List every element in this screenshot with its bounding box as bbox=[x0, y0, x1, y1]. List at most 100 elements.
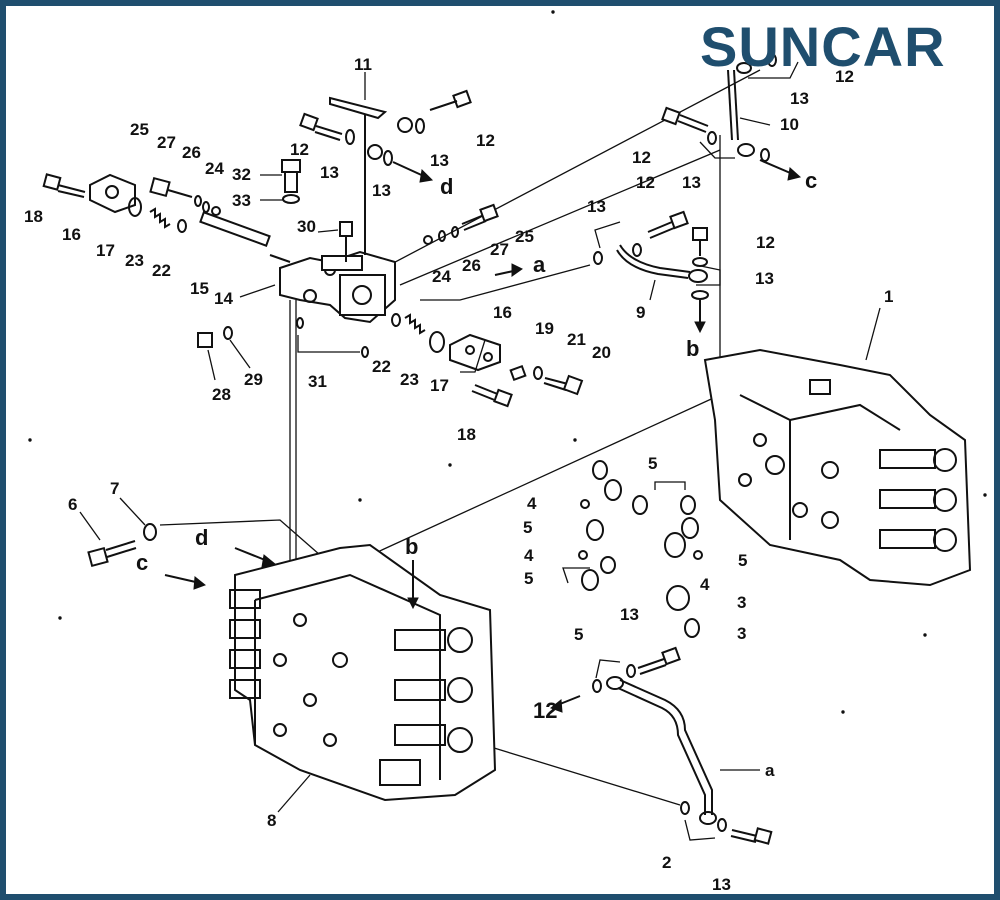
callout-16: 16 bbox=[62, 225, 81, 244]
callout-32: 32 bbox=[232, 165, 251, 184]
callout-24: 24 bbox=[432, 267, 451, 286]
control-valve-2 bbox=[229, 543, 497, 802]
callout-13: 13 bbox=[320, 163, 339, 182]
callout-17: 17 bbox=[430, 376, 449, 395]
callout-13: 5 bbox=[574, 625, 583, 644]
callout-13: 13 bbox=[587, 197, 606, 216]
callout-4: 5 bbox=[738, 551, 747, 570]
plug-30 bbox=[339, 221, 353, 262]
callout-5: 3 bbox=[737, 624, 746, 643]
callout-12: 12 bbox=[476, 131, 495, 150]
callout-27: 27 bbox=[490, 240, 509, 259]
plug-25-upper bbox=[149, 176, 221, 216]
callout-9: 9 bbox=[636, 303, 645, 322]
callout-21: 21 bbox=[567, 330, 586, 349]
seals-31 bbox=[296, 317, 369, 358]
callout-8: a bbox=[765, 761, 775, 780]
callout-b: b bbox=[686, 336, 699, 361]
tube-9 bbox=[593, 227, 709, 334]
callout-25: 25 bbox=[515, 227, 534, 246]
bolt-18-upper bbox=[42, 173, 86, 198]
callout-23: 23 bbox=[125, 251, 144, 270]
callout-12: 12 bbox=[290, 140, 309, 159]
callout-1: 1 bbox=[884, 287, 893, 306]
callout-12: 12 bbox=[756, 233, 775, 252]
callout-2: 8 bbox=[267, 811, 276, 830]
bolt-12-tube9 bbox=[647, 210, 689, 239]
spool-15 bbox=[199, 211, 291, 263]
control-valve-1 bbox=[703, 348, 972, 587]
plug-25-right bbox=[423, 203, 499, 245]
seals-upper-left bbox=[128, 197, 187, 233]
callout-labels: 11 12 12 13 13 13 d 12 13 10 12 13 c 25 … bbox=[24, 55, 893, 894]
callout-29: 29 bbox=[244, 370, 263, 389]
callout-23: 23 bbox=[400, 370, 419, 389]
seals-3-4-5 bbox=[562, 460, 703, 638]
callout-18: 18 bbox=[24, 207, 43, 226]
callout-16: 16 bbox=[493, 303, 512, 322]
callout-a: 12 bbox=[533, 698, 557, 723]
callout-17: 17 bbox=[96, 241, 115, 260]
callout-25: 25 bbox=[130, 120, 149, 139]
callout-13: 13 bbox=[755, 269, 774, 288]
callout-10: 10 bbox=[780, 115, 799, 134]
callout-c: c bbox=[805, 168, 817, 193]
bolt-32 bbox=[281, 159, 301, 204]
callout-33: 33 bbox=[232, 191, 251, 210]
seals-lower-block bbox=[391, 313, 445, 353]
callout-18: 18 bbox=[457, 425, 476, 444]
callout-3: 4 bbox=[700, 575, 710, 594]
callout-12: 12 bbox=[632, 148, 651, 167]
callout-4: 4 bbox=[527, 494, 537, 513]
callout-13: 13 bbox=[682, 173, 701, 192]
flow-arrows bbox=[164, 159, 802, 713]
callout-28: 28 bbox=[212, 385, 231, 404]
callout-13: 13 bbox=[372, 181, 391, 200]
label-leaders bbox=[79, 61, 881, 841]
callout-20: 20 bbox=[592, 343, 611, 362]
callout-12: 12 bbox=[636, 173, 655, 192]
scan-dots bbox=[28, 10, 987, 714]
callout-15: 15 bbox=[190, 279, 209, 298]
callout-14: 14 bbox=[214, 289, 233, 308]
parts-19-21-20 bbox=[509, 364, 584, 396]
callout-12: 12 bbox=[835, 67, 854, 86]
callout-13: 13 bbox=[790, 89, 809, 108]
suncar-logo: SUNCAR bbox=[700, 15, 946, 74]
bolt-18-lower bbox=[471, 384, 513, 408]
callout-a: a bbox=[533, 252, 546, 277]
callout-19: 19 bbox=[535, 319, 554, 338]
callout-12: 13 bbox=[620, 605, 639, 624]
reference-lines bbox=[159, 69, 761, 806]
cap-16-left bbox=[89, 173, 136, 214]
bolt-6 bbox=[87, 523, 157, 568]
callout-22: 22 bbox=[372, 357, 391, 376]
callout-13: 13 bbox=[430, 151, 449, 170]
callout-12: 13 bbox=[712, 875, 731, 894]
callout-7: 7 bbox=[110, 479, 119, 498]
callout-13: 2 bbox=[662, 853, 671, 872]
callout-30: 30 bbox=[297, 217, 316, 236]
callout-22: 22 bbox=[152, 261, 171, 280]
callout-4: 4 bbox=[524, 546, 534, 565]
callout-27: 27 bbox=[157, 133, 176, 152]
callout-3: 3 bbox=[737, 593, 746, 612]
callout-26: 26 bbox=[182, 143, 201, 162]
cap-16-right bbox=[449, 333, 501, 372]
callout-5: 5 bbox=[523, 518, 532, 537]
callout-6: 6 bbox=[68, 495, 77, 514]
bolts-12-top bbox=[299, 89, 472, 166]
callout-b: b bbox=[405, 534, 418, 559]
logo-text: SUNCAR bbox=[700, 15, 946, 74]
callout-24: 24 bbox=[205, 159, 224, 178]
callout-5: 5 bbox=[524, 569, 533, 588]
lever-11 bbox=[329, 96, 413, 255]
tube-10 bbox=[661, 53, 777, 162]
callout-31: 31 bbox=[308, 372, 327, 391]
callout-5: 5 bbox=[648, 454, 657, 473]
callout-d: d bbox=[195, 525, 208, 550]
callout-d: d bbox=[440, 174, 453, 199]
valve-block-14 bbox=[279, 250, 396, 324]
callout-26: 26 bbox=[462, 256, 481, 275]
